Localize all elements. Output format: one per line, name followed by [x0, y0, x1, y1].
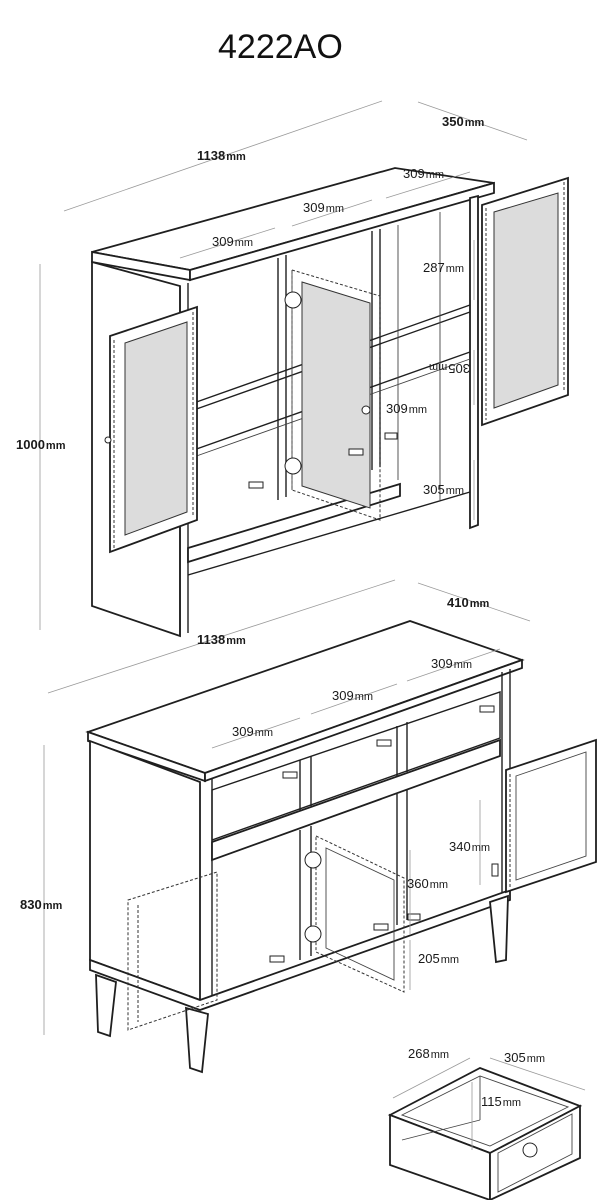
base-leg-height-label: 205mm — [418, 951, 459, 966]
base-dimensions — [43, 579, 531, 1035]
hinge-icon — [304, 925, 322, 943]
hutch-shelf-middle-label: 305mm — [429, 361, 470, 376]
drawer-height-label: 115mm — [481, 1094, 521, 1109]
drawer-dimension-labels: 268mm 305mm 115mm — [408, 1046, 545, 1109]
drawer-depth-label: 268mm — [408, 1046, 449, 1061]
leg-front-left — [95, 973, 117, 1038]
leg-back-right — [489, 894, 509, 964]
hutch-depth-label: 350mm — [442, 114, 484, 129]
base-width-label: 1138mm — [197, 632, 246, 647]
handle-icon — [491, 863, 499, 877]
hutch-unit — [91, 167, 569, 638]
knob-icon — [361, 405, 371, 415]
handle-icon — [269, 955, 285, 963]
hutch-shelf-upper-label: 287mm — [423, 260, 464, 275]
knob-icon — [104, 436, 112, 444]
base-dimension-labels: 1138mm 410mm 830mm 309mm 309mm 309mm 340… — [20, 595, 490, 966]
hutch-right-door-glass — [493, 192, 559, 409]
base-drawer-left-label: 309mm — [232, 724, 273, 739]
hutch-dimensions — [39, 100, 528, 630]
drawer-detail — [387, 1067, 583, 1200]
hutch-door-width-label: 309mm — [386, 401, 427, 416]
hinge-icon — [304, 851, 322, 869]
base-drawer-right-label: 309mm — [431, 656, 472, 671]
handle-icon — [384, 432, 398, 440]
hutch-shelf-lower-label: 305mm — [423, 482, 464, 497]
leg-front-right — [185, 1006, 209, 1074]
base-height-label: 830mm — [20, 897, 62, 912]
handle-icon — [373, 923, 389, 931]
handle-icon — [248, 481, 264, 489]
hutch-compartment-center-label: 309mm — [303, 200, 344, 215]
hutch-compartment-right-label: 309mm — [403, 166, 444, 181]
hutch-compartment-left-label: 309mm — [212, 234, 253, 249]
hutch-center-door-glass — [301, 281, 371, 509]
hinge-icon — [284, 291, 302, 309]
hutch-width-label: 1138mm — [197, 148, 246, 163]
drawer-knob-icon — [522, 1142, 538, 1158]
hutch-dimension-labels: 1138mm 350mm 1000mm 309mm 309mm 309mm 28… — [16, 114, 484, 497]
base-drawer-center-label: 309mm — [332, 688, 373, 703]
drawer-dimensions — [392, 1057, 586, 1150]
model-code: 4222AO — [218, 28, 343, 66]
base-cabinet-height-label: 340mm — [449, 839, 490, 854]
handle-icon — [407, 913, 421, 921]
base-unit — [85, 620, 597, 1074]
hutch-left-door-glass — [124, 321, 188, 536]
hutch-height-label: 1000mm — [16, 437, 66, 452]
hinge-icon — [284, 457, 302, 475]
base-door-width-label: 360mm — [407, 876, 448, 891]
handle-icon — [348, 448, 364, 456]
drawer-width-label: 305mm — [504, 1050, 545, 1065]
base-depth-label: 410mm — [447, 595, 489, 610]
